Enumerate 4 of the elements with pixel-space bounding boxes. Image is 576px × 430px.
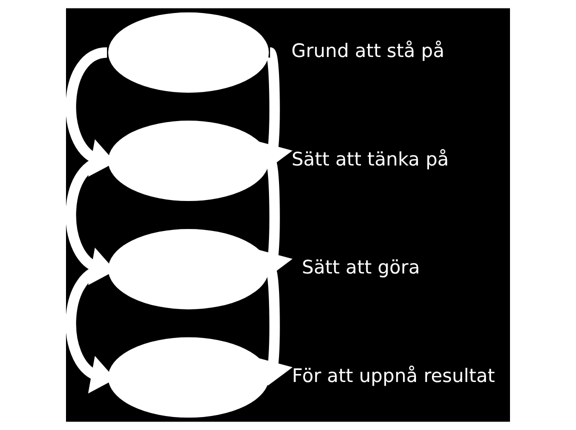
node-label: För att uppnå resultat xyxy=(292,366,496,387)
node-label: Sätt att tänka på xyxy=(292,149,449,170)
node-label: Grund att stå på xyxy=(291,40,444,62)
node-label: Sätt att göra xyxy=(302,258,420,279)
